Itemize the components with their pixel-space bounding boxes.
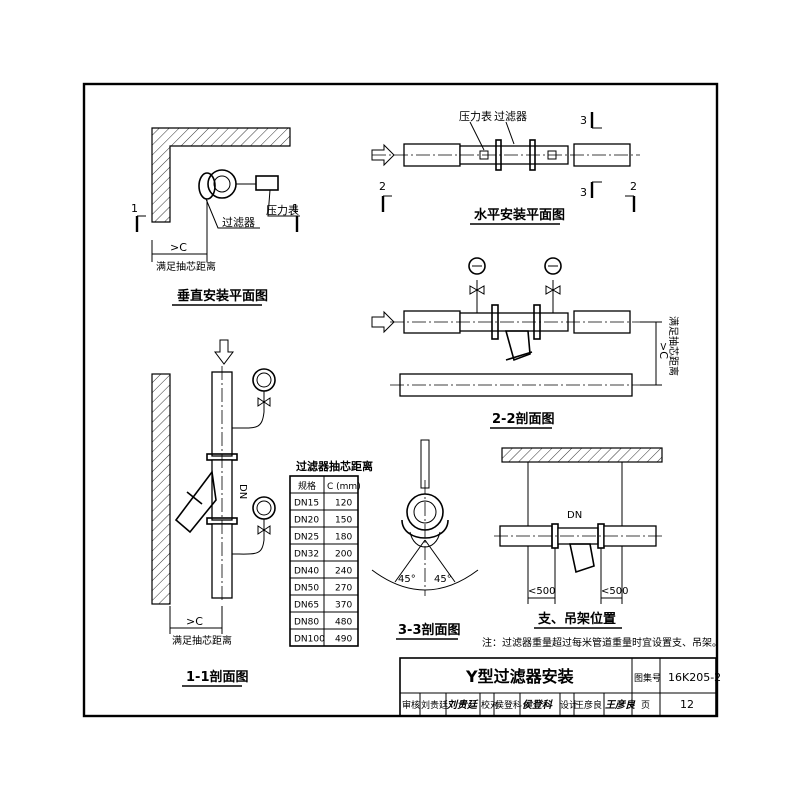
review-signature: 刘贵廷 (447, 699, 479, 711)
table-cell-spec: DN32 (294, 550, 319, 560)
table-cell-c: 200 (335, 550, 352, 560)
page-label: 页 (641, 700, 650, 711)
y-strainer-leg (504, 330, 531, 362)
check-name: 侯登科 (495, 699, 522, 711)
section-1-1-title: 1-1剖面图 (186, 669, 249, 685)
title-block: Y型过滤器安装 图集号 16K205-2 审核 刘贵廷 刘贵廷 校对 侯登科 侯… (399, 657, 721, 717)
section-2-clearance-label: 满足抽芯距离 (667, 316, 680, 376)
note-text: 注：过滤器重量超过每米管道重量时宜设置支、吊架。 (482, 636, 722, 649)
table-cell-spec: DN20 (294, 516, 319, 526)
section-mark-1-right: 1 (292, 202, 299, 215)
table-cell-c: 180 (335, 533, 352, 543)
horizontal-filter-label: 过滤器 (494, 110, 527, 123)
table-cell-spec: DN50 (294, 584, 319, 594)
table-title: 过滤器抽芯距离 (296, 459, 373, 473)
table-cell-spec: DN100 (294, 635, 325, 645)
mark-2-left: 2 (379, 180, 386, 193)
table-cell-c: 240 (335, 567, 352, 577)
horizontal-plan-title: 水平安装平面图 (474, 207, 565, 223)
table-cell-c: 120 (335, 499, 352, 509)
vertical-plan-title: 垂直安装平面图 (177, 288, 268, 304)
section-2-2-view: >C 满足抽芯距离 2-2剖面图 (371, 257, 680, 429)
vertical-clearance-label: 满足抽芯距离 (156, 260, 216, 273)
gauge-bottom (252, 496, 276, 520)
table-cell-c: 270 (335, 584, 352, 594)
design-name: 王彦良 (575, 699, 602, 711)
filter-flange (198, 172, 216, 200)
table-cell-c: 150 (335, 516, 352, 526)
angle-left: 45° (398, 574, 416, 585)
horizontal-plan-view: 压力表 过滤器 3 3 2 2 水平安装平面图 (371, 109, 640, 225)
flow-arrow-down (214, 339, 234, 365)
support-y-leg (569, 543, 595, 574)
section-2-2-title: 2-2剖面图 (492, 411, 555, 427)
table-cell-spec: DN40 (294, 567, 319, 577)
vertical-plan-view: 过滤器 压力表 1 1 >C 满足抽芯距离 垂直安装平面图 (131, 127, 300, 306)
gauge-left (468, 257, 486, 275)
review-label: 审核 (402, 699, 420, 711)
section-1-dn: DN (237, 484, 248, 499)
mark-2-right: 2 (630, 180, 637, 193)
pipe-end-outer (207, 169, 237, 199)
section-1-clearance-label: 满足抽芯距离 (172, 634, 232, 647)
gauge-top (252, 368, 276, 392)
table-cell-c: 480 (335, 618, 352, 628)
atlas-label: 图集号 (634, 672, 661, 684)
table-cell-spec: DN80 (294, 618, 319, 628)
section-2-dim-c: >C (657, 342, 670, 359)
section-mark-1-left: 1 (131, 202, 138, 215)
flow-arrow-2 (371, 310, 395, 334)
wall-corner (151, 127, 291, 223)
wall-section (151, 373, 171, 605)
atlas-number: 16K205-2 (668, 671, 721, 684)
gauge-right (544, 257, 562, 275)
horizontal-gauge-label: 压力表 (459, 109, 492, 123)
mark-3-top: 3 (580, 114, 587, 127)
support-position-view: DN <500 <500 支、吊架位置 (494, 447, 664, 629)
review-name: 刘贵廷 (421, 699, 448, 711)
table-cell-spec: DN25 (294, 533, 319, 543)
mark-3-bottom: 3 (580, 186, 587, 199)
y-strainer-leg-1 (174, 469, 217, 534)
pipe-end-inner (213, 175, 231, 193)
vertical-gauge-label: 压力表 (266, 203, 299, 217)
section-3-3-view: 45° 45° 3-3剖面图 (371, 439, 479, 640)
support-dim-right: <500 (601, 586, 628, 597)
section-3-3-title: 3-3剖面图 (398, 622, 461, 638)
support-dn: DN (567, 510, 582, 521)
table-cell-c: 490 (335, 635, 352, 645)
support-dim-left: <500 (528, 586, 555, 597)
design-label: 设计 (560, 699, 578, 711)
title-block-title: Y型过滤器安装 (465, 667, 574, 686)
table-cell-spec: DN15 (294, 499, 319, 509)
page-number: 12 (680, 698, 694, 711)
vertical-filter-label: 过滤器 (222, 216, 255, 229)
table-cell-c: 370 (335, 601, 352, 611)
design-signature: 王彦良 (605, 699, 636, 711)
support-title: 支、吊架位置 (537, 611, 616, 627)
vertical-dim-c: >C (170, 241, 187, 254)
table-header-c: C (mm) (327, 482, 361, 492)
section-1-1-view: DN >C 满足抽芯距离 1-1剖面图 (151, 339, 276, 687)
check-label: 校对 (481, 699, 499, 711)
pressure-gauge-symbol (255, 175, 279, 191)
section-1-dim-c: >C (186, 615, 203, 628)
flow-arrow (371, 143, 395, 167)
table-cell-spec: DN65 (294, 601, 319, 611)
ceiling-slab (501, 447, 663, 463)
angle-right: 45° (434, 574, 452, 585)
table-header-spec: 规格 (298, 480, 316, 492)
check-signature: 侯登科 (522, 699, 553, 711)
sheet-frame (82, 82, 719, 718)
